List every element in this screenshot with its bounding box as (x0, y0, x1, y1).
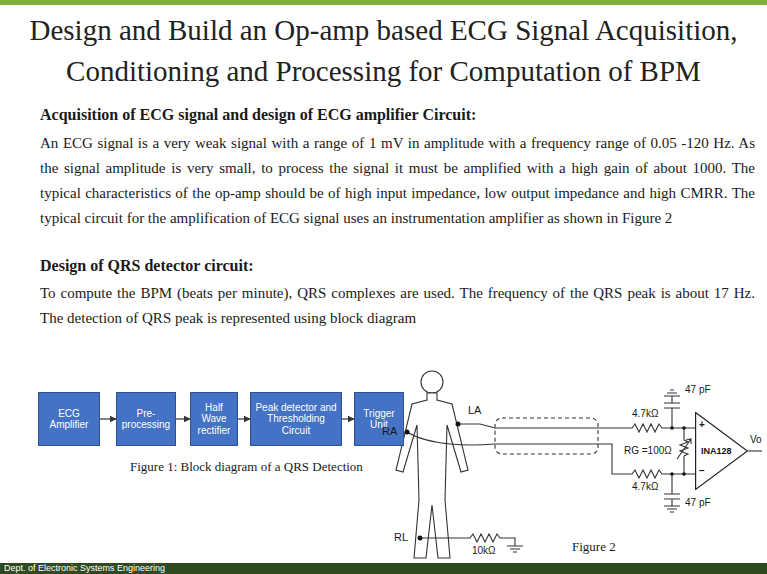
node-text: ECG Amplifier (42, 408, 96, 431)
node-text: Pre-processing (120, 408, 172, 431)
junction (670, 472, 674, 476)
flow-arrow (176, 418, 190, 419)
electrode-label: LA (468, 404, 481, 417)
footer-bar (0, 563, 767, 574)
variable-arrow (677, 439, 691, 459)
flow-arrow (100, 418, 116, 419)
pin-label: + (699, 419, 705, 431)
ground-symbol (507, 546, 523, 552)
component-value: RG =100Ω (623, 445, 673, 457)
person-head (421, 371, 443, 393)
process-box: Pre-processing (116, 392, 176, 446)
output-wire (748, 450, 762, 451)
cable-wires (495, 428, 598, 444)
shielded-cable (495, 418, 598, 454)
junction (682, 472, 686, 476)
ra-lead (407, 432, 495, 445)
process-box: Trigger Unit (354, 392, 404, 446)
node-text: Trigger Unit (358, 408, 400, 431)
gain-resistor (680, 428, 688, 474)
bottom-capacitor (664, 474, 680, 512)
electrode-dots (405, 422, 686, 541)
amplifier-shape (696, 413, 748, 490)
paragraph: To compute the BPM (beats per minute), Q… (40, 281, 755, 331)
top-capacitor (664, 390, 680, 428)
process-box: Peak detector and Thresholding Circuit (250, 392, 342, 446)
rl-electrode (418, 536, 423, 541)
ecg-schematic (396, 371, 762, 558)
paragraph: An ECG signal is a very weak signal with… (40, 131, 755, 231)
junction (670, 426, 674, 430)
ra-electrode (405, 430, 410, 435)
node-text: Half Wave rectifier (194, 402, 234, 437)
footer-text: Dept. of Electronic Systems Engineering (4, 563, 165, 573)
component-value: 4.7kΩ (631, 481, 659, 493)
process-box: Half Wave rectifier (190, 392, 238, 446)
junction (682, 426, 686, 430)
electrode-label: RA (382, 425, 397, 438)
slide-title: Design and Build an Op-amp based ECG Sig… (0, 10, 767, 92)
node-text: Peak detector and Thresholding Circuit (254, 402, 338, 437)
pin-label: − (699, 465, 705, 477)
la-electrode (456, 422, 461, 427)
top-resistor (598, 424, 695, 432)
figure-caption: Figure 2 (572, 540, 616, 555)
section-heading: Acquisition of ECG signal and design of … (40, 106, 755, 124)
figure-caption: Figure 1: Block diagram of a QRS Detecti… (130, 460, 363, 475)
signal-name: Vo (750, 434, 762, 446)
la-lead (458, 424, 495, 428)
top-bar (0, 0, 767, 5)
amplifier-triangle: INA128 (695, 412, 748, 490)
component-value: 47 pF (684, 384, 712, 396)
electrode-label: RL (394, 531, 408, 544)
component-value: 47 pF (684, 497, 712, 509)
process-box: ECG Amplifier (38, 392, 100, 446)
flow-arrow (238, 418, 250, 419)
node-text: INA128 (695, 446, 732, 456)
section-heading: Design of QRS detector circuit: (40, 257, 755, 275)
person-body (396, 393, 468, 558)
flow-arrow (342, 418, 354, 419)
bottom-resistor (598, 444, 695, 478)
component-value: 10kΩ (471, 545, 497, 557)
amplifier-outline (695, 412, 748, 490)
rl-resistor (420, 534, 515, 546)
component-value: 4.7kΩ (631, 408, 659, 420)
